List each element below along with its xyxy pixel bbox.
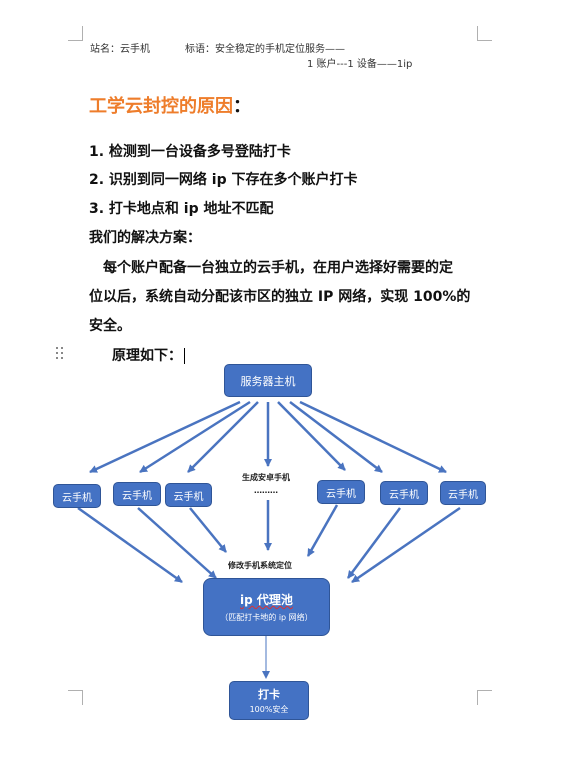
arrow-phone-5-to-proxy — [346, 507, 402, 579]
drag-handle-icon[interactable] — [56, 347, 66, 359]
solution-line-1: 每个账户配备一台独立的云手机，在用户选择好需要的定 — [103, 260, 453, 276]
solution-line-2: 位以后，系统自动分配该市区的独立 IP 网络，实现 100%的 — [89, 289, 471, 305]
checkin-subtitle: 100%安全 — [249, 705, 289, 714]
cloud-phone-node-2: 云手机 — [113, 482, 161, 506]
proxy-title-text: ip 代理池 — [240, 593, 293, 607]
cloud-phone-node-6: 云手机 — [440, 481, 486, 505]
solution-line-3: 安全。 — [89, 318, 131, 334]
ip-proxy-pool-node: ip 代理池 （匹配打卡地的 ip 网络） — [203, 578, 330, 636]
generate-android-label: 生成安卓手机 — [242, 473, 290, 482]
proxy-subtitle: （匹配打卡地的 ip 网络） — [220, 613, 313, 622]
arrow-phone-3-to-proxy — [189, 507, 227, 553]
arrow-phone-4-to-proxy — [306, 504, 339, 557]
checkin-node: 打卡 100%安全 — [229, 681, 309, 720]
cloud-phone-node-1: 云手机 — [53, 484, 101, 508]
principle-label: 原理如下： — [112, 345, 185, 365]
corner-mark-bottom-right — [477, 690, 492, 705]
document-title: 工学云封控的原因： — [89, 92, 251, 118]
arrow-phone-2-to-proxy — [137, 507, 217, 579]
reason-item-3: 3. 打卡地点和 ip 地址不匹配 — [89, 201, 274, 217]
modify-location-label: 修改手机系统定位 — [228, 561, 292, 570]
ellipsis-label: ……… — [254, 486, 278, 495]
cloud-phone-node-5: 云手机 — [380, 481, 428, 505]
corner-mark-top-left — [68, 26, 83, 41]
title-colon: ： — [233, 96, 251, 117]
cloud-phone-node-3: 云手机 — [165, 483, 212, 507]
solution-heading: 我们的解决方案： — [89, 230, 201, 246]
arrow-server-to-phone-6 — [299, 400, 447, 474]
title-text: 工学云封控的原因 — [89, 96, 233, 117]
arrow-phone-1-to-proxy — [77, 506, 183, 584]
arrow-server-to-phone-2 — [139, 400, 251, 474]
arrow-server-to-phone-4 — [277, 401, 346, 471]
header-ratio: 1 账户---1 设备——1ip — [307, 59, 413, 70]
cloud-phone-node-4: 云手机 — [317, 480, 365, 504]
header-slogan: 标语：安全稳定的手机定位服务—— — [185, 44, 345, 55]
corner-mark-top-right — [477, 26, 492, 41]
arrow-server-to-phone-3 — [187, 401, 259, 473]
server-host-node: 服务器主机 — [224, 364, 312, 397]
text-cursor — [184, 348, 185, 364]
proxy-title: ip 代理池 — [240, 591, 293, 608]
reason-item-2: 2. 识别到同一网络 ip 下存在多个账户打卡 — [89, 172, 358, 188]
arrow-phone-6-to-proxy — [351, 506, 461, 584]
reason-item-1: 1. 检测到一台设备多号登陆打卡 — [89, 144, 291, 160]
principle-text: 原理如下： — [112, 348, 182, 364]
header-site-name: 站名：云手机 — [90, 44, 150, 55]
arrow-server-to-phone-1 — [89, 400, 241, 474]
corner-mark-bottom-left — [68, 690, 83, 705]
arrow-server-to-phone-5 — [289, 401, 383, 473]
checkin-title: 打卡 — [258, 688, 280, 701]
